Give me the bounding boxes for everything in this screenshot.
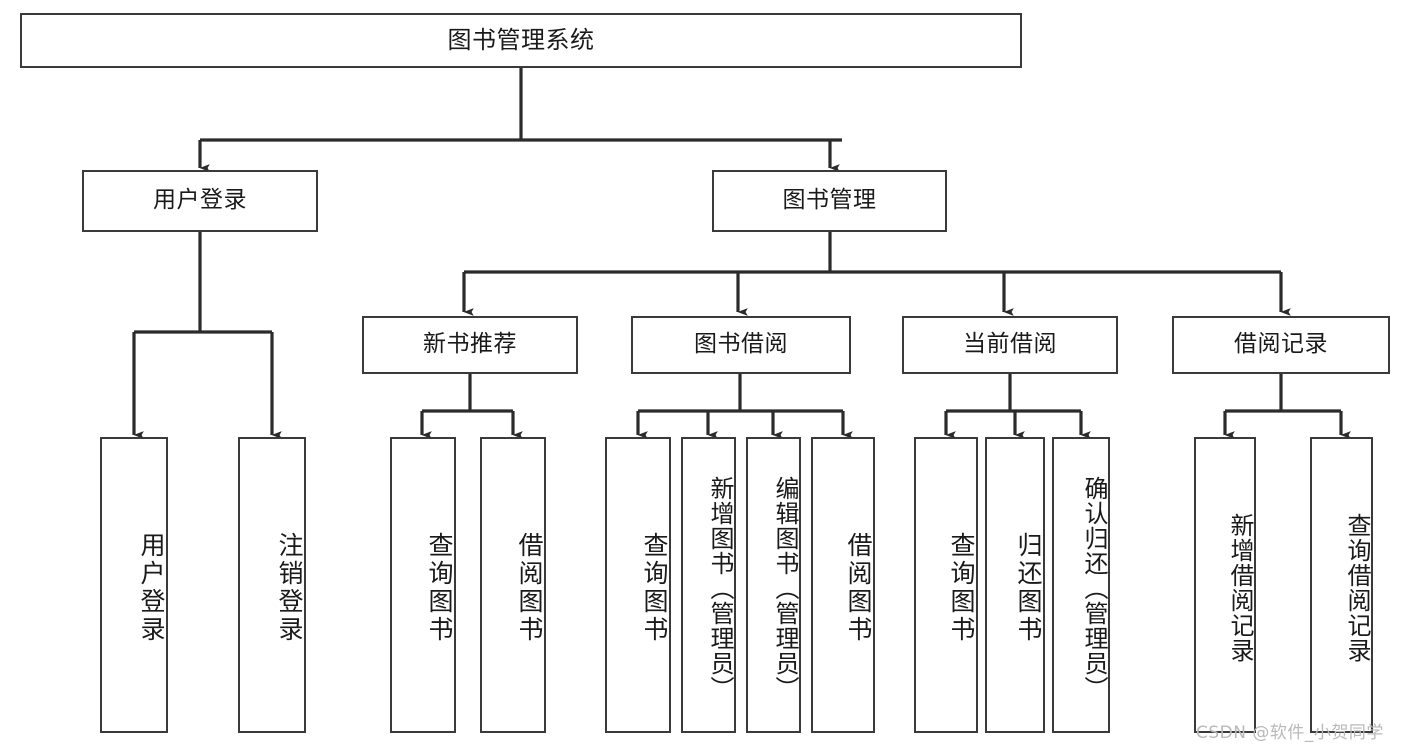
node-leaf-confirm-return[interactable]: 确认归还（管理员） [1052, 437, 1110, 733]
node-leaf-borrow-book-1-label: 借阅图书 [515, 532, 544, 644]
node-leaf-query-book-1-label: 查询图书 [425, 532, 454, 644]
node-user-login[interactable]: 用户登录 [82, 170, 318, 232]
node-leaf-confirm-return-label: 确认归还（管理员） [1080, 475, 1108, 701]
node-leaf-logout-label: 注销登录 [275, 532, 304, 644]
node-book-borrow[interactable]: 图书借阅 [631, 316, 851, 374]
node-current-borrow-label: 当前借阅 [963, 331, 1057, 358]
node-root[interactable]: 图书管理系统 [20, 13, 1022, 68]
node-leaf-add-book[interactable]: 新增图书（管理员） [681, 437, 736, 733]
node-leaf-query-book-2[interactable]: 查询图书 [605, 437, 671, 733]
node-leaf-edit-book-label: 编辑图书（管理员） [771, 475, 799, 701]
node-leaf-return-book[interactable]: 归还图书 [985, 437, 1045, 733]
node-leaf-edit-book[interactable]: 编辑图书（管理员） [746, 437, 801, 733]
node-leaf-add-borrow-record[interactable]: 新增借阅记录 [1194, 437, 1256, 733]
node-book-management-label: 图书管理 [782, 187, 877, 214]
node-leaf-query-borrow-record-label: 查询借阅记录 [1343, 513, 1371, 663]
node-leaf-query-borrow-record[interactable]: 查询借阅记录 [1310, 437, 1373, 733]
node-borrow-record-label: 借阅记录 [1234, 331, 1328, 358]
node-leaf-user-login[interactable]: 用户登录 [100, 437, 168, 733]
node-leaf-borrow-book-1[interactable]: 借阅图书 [480, 437, 546, 733]
node-leaf-query-book-3-label: 查询图书 [947, 532, 976, 644]
node-current-borrow[interactable]: 当前借阅 [902, 316, 1118, 374]
node-leaf-query-book-1[interactable]: 查询图书 [390, 437, 456, 733]
node-leaf-user-login-label: 用户登录 [137, 532, 166, 644]
node-leaf-query-book-2-label: 查询图书 [640, 532, 669, 644]
node-leaf-add-borrow-record-label: 新增借阅记录 [1226, 513, 1254, 663]
node-user-login-label: 用户登录 [153, 187, 247, 214]
node-root-label: 图书管理系统 [447, 26, 595, 55]
node-book-management[interactable]: 图书管理 [712, 170, 947, 232]
node-leaf-borrow-book-2-label: 借阅图书 [844, 532, 873, 644]
node-leaf-return-book-label: 归还图书 [1014, 532, 1043, 644]
node-leaf-borrow-book-2[interactable]: 借阅图书 [811, 437, 875, 733]
node-new-book-recommend[interactable]: 新书推荐 [362, 316, 578, 374]
node-leaf-logout[interactable]: 注销登录 [238, 437, 306, 733]
node-leaf-add-book-label: 新增图书（管理员） [706, 475, 734, 701]
watermark: CSDN @软件_小贺同学 [1196, 718, 1384, 743]
node-book-borrow-label: 图书借阅 [694, 331, 788, 358]
node-borrow-record[interactable]: 借阅记录 [1172, 316, 1390, 374]
node-leaf-query-book-3[interactable]: 查询图书 [914, 437, 978, 733]
watermark-text: CSDN @软件_小贺同学 [1196, 723, 1384, 743]
node-new-book-recommend-label: 新书推荐 [423, 331, 517, 358]
